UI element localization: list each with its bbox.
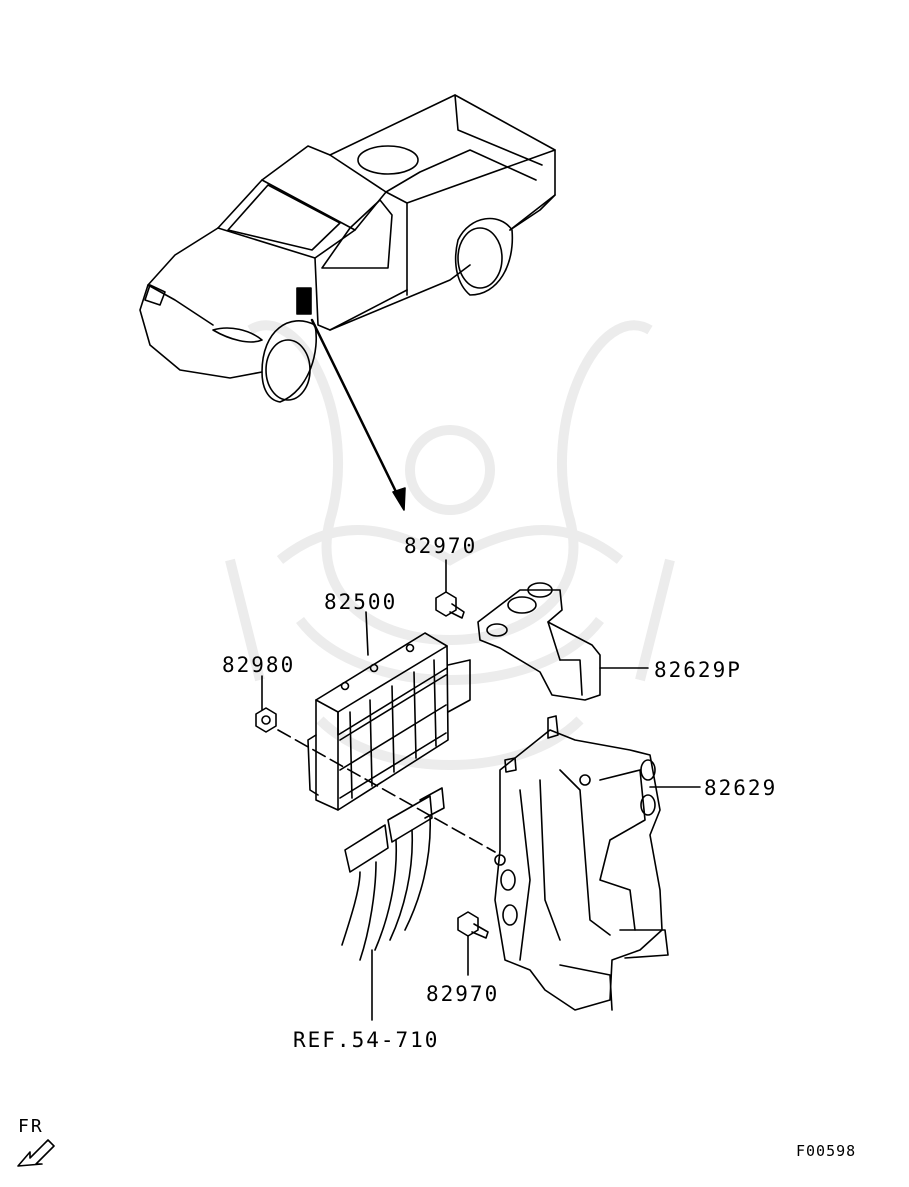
nut-82980 (255, 707, 277, 733)
label-ref: REF.54-710 (293, 1028, 440, 1052)
location-arrow (310, 318, 406, 511)
label-82629P: 82629P (654, 658, 742, 682)
label-82970-bottom: 82970 (426, 982, 500, 1006)
diagram-code: F00598 (796, 1142, 857, 1160)
bracket-82629P (477, 582, 601, 701)
bracket-82629 (494, 715, 669, 1011)
label-82629: 82629 (704, 776, 778, 800)
fr-arrow-icon (17, 1139, 55, 1167)
label-82970-top: 82970 (404, 534, 478, 558)
leader-82500 (365, 611, 369, 656)
bolt-82970-top (435, 591, 465, 619)
label-82980: 82980 (222, 653, 296, 677)
label-fr: FR (18, 1116, 44, 1137)
truck-illustration (139, 94, 556, 403)
label-82500: 82500 (324, 590, 398, 614)
bolt-82970-bottom (457, 911, 489, 939)
ecu-module (307, 632, 471, 961)
